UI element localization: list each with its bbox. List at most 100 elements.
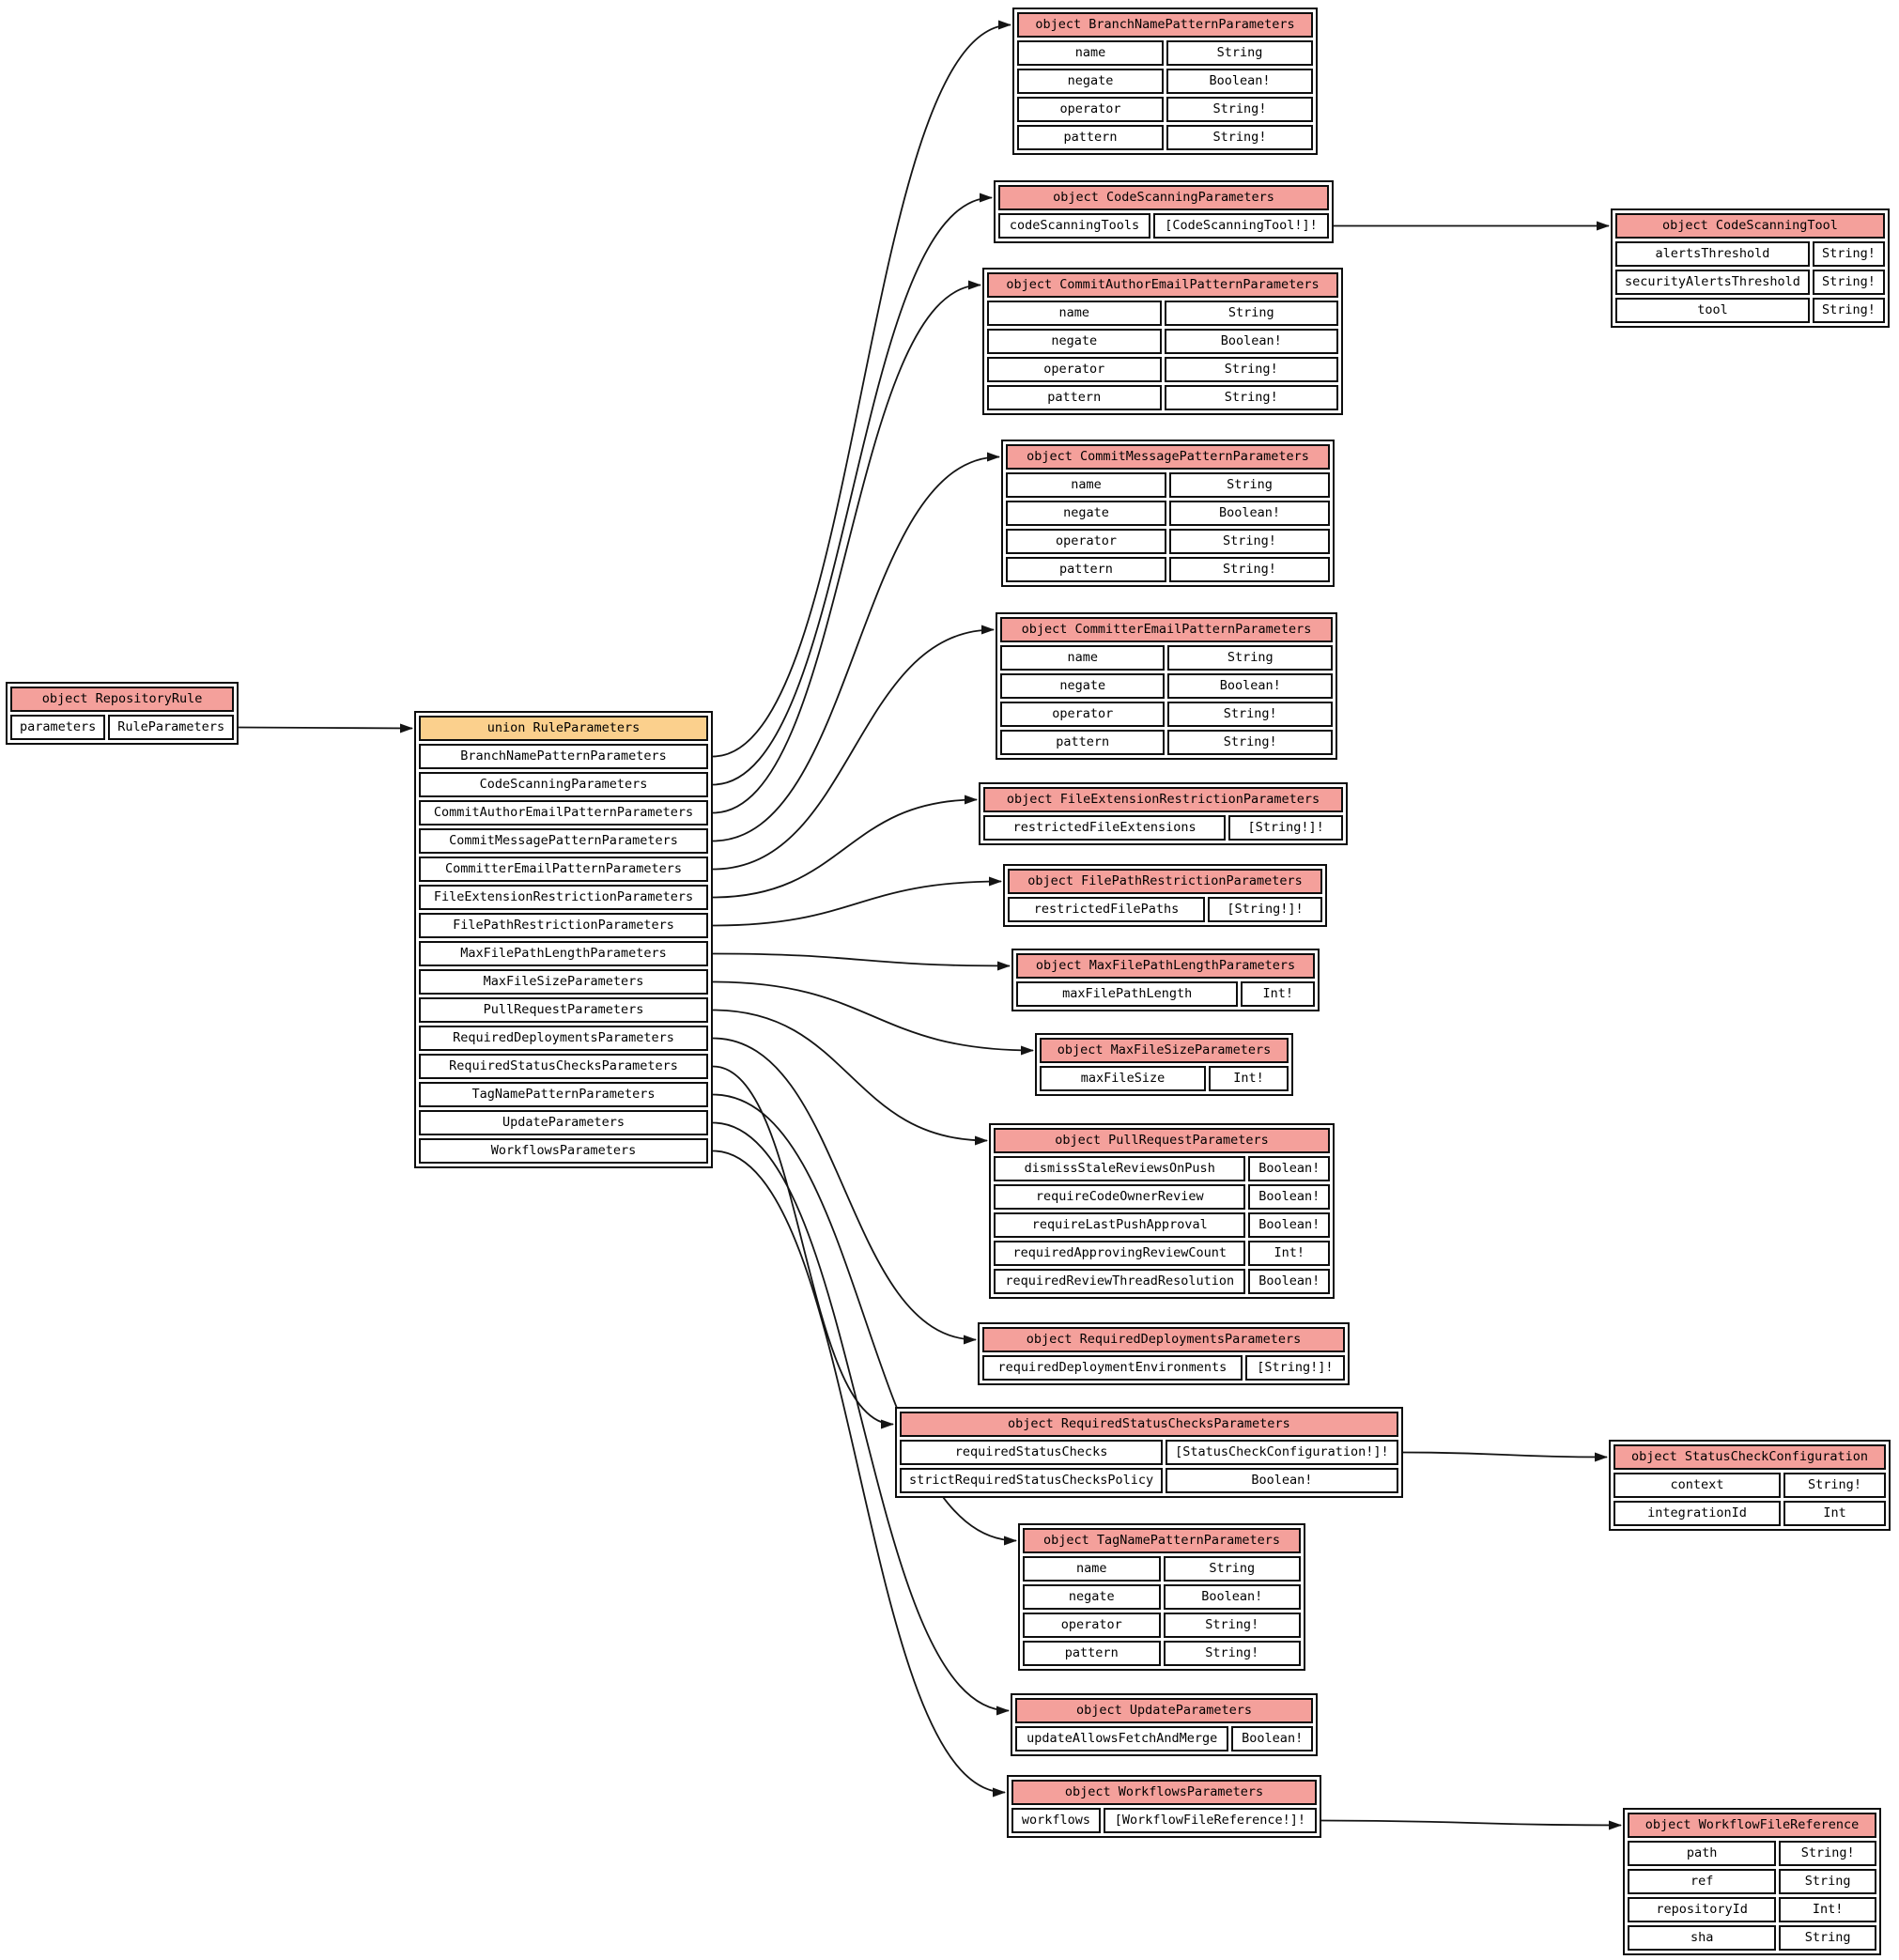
field-type-cell: String [1168, 472, 1330, 498]
object-header: object MaxFileSizeParameters [1040, 1038, 1289, 1063]
field-type-cell: Int! [1209, 1066, 1289, 1091]
field-name-cell: operator [1000, 702, 1166, 727]
field-type-cell: String [1779, 1925, 1876, 1951]
object-header: object MaxFilePathLengthParameters [1016, 953, 1315, 979]
node-update-parameters: object UpdateParameters updateAllowsFetch… [1011, 1693, 1318, 1756]
field-type-cell: String! [1812, 298, 1885, 323]
union-member: MaxFileSizeParameters [419, 969, 708, 995]
field-name-cell: restrictedFilePaths [1008, 897, 1206, 922]
object-header: object StatusCheckConfiguration [1613, 1444, 1886, 1470]
field-name-cell: requireLastPushApproval [994, 1212, 1246, 1238]
edge-rule-parameters-to-tag-name-pattern-parameters [712, 1093, 1017, 1546]
object-header: object PullRequestParameters [994, 1128, 1330, 1153]
field-type-cell: Int! [1241, 981, 1315, 1007]
union-member: CommitMessagePatternParameters [419, 828, 708, 854]
field-type-cell: String! [1783, 1473, 1886, 1498]
field-type-cell: [WorkflowFileReference!]! [1103, 1808, 1317, 1833]
field-name-cell: negate [1023, 1584, 1161, 1610]
object-header: object WorkflowsParameters [1011, 1780, 1317, 1805]
field-name-cell: requiredApprovingReviewCount [994, 1241, 1246, 1266]
object-header: object FileExtensionRestrictionParameter… [983, 787, 1343, 812]
field-name-cell: strictRequiredStatusChecksPolicy [900, 1468, 1164, 1493]
field-type-cell: [String!]! [1244, 1355, 1345, 1381]
edge-rule-parameters-to-file-path-restriction-parameters [712, 876, 1002, 927]
edge-rule-parameters-to-max-file-size-parameters [712, 980, 1034, 1056]
object-header: object RepositoryRule [10, 687, 235, 712]
node-committer-email-pattern-parameters: object CommitterEmailPatternParameters na… [996, 612, 1337, 760]
field-type-cell: String! [1164, 357, 1338, 382]
field-name-cell: operator [1006, 529, 1166, 554]
field-name-cell: requiredStatusChecks [900, 1440, 1164, 1465]
union-header: union RuleParameters [419, 716, 708, 741]
edge-rule-parameters-to-commit-message-pattern-parameters [712, 452, 1000, 842]
field-type-cell: String! [1168, 557, 1330, 582]
object-header: object UpdateParameters [1015, 1698, 1313, 1723]
field-name-cell: pattern [1000, 730, 1166, 755]
field-name-cell: negate [1000, 673, 1166, 699]
field-name-cell: workflows [1011, 1808, 1101, 1833]
field-name-cell: pattern [1023, 1641, 1161, 1666]
field-type-cell: [String!]! [1228, 815, 1343, 841]
union-member: CodeScanningParameters [419, 772, 708, 797]
object-header: object CommitAuthorEmailPatternParameter… [987, 272, 1338, 298]
field-name-cell: requiredReviewThreadResolution [994, 1269, 1246, 1294]
object-header: object CodeScanningTool [1615, 213, 1885, 239]
field-type-cell: String! [1779, 1841, 1876, 1866]
object-header: object RequiredStatusChecksParameters [900, 1412, 1398, 1437]
field-name-cell: updateAllowsFetchAndMerge [1015, 1726, 1229, 1752]
field-type-cell: Int! [1248, 1241, 1330, 1266]
node-required-status-checks-parameters: object RequiredStatusChecksParameters req… [895, 1407, 1403, 1498]
field-type-cell: String [1166, 40, 1313, 66]
object-header: object TagNamePatternParameters [1023, 1528, 1301, 1553]
edge-rule-parameters-to-file-extension-restriction-parameters [712, 795, 978, 899]
field-type-cell: Boolean! [1166, 1468, 1398, 1493]
edge-rule-parameters-to-commit-author-email-pattern-parameters [712, 280, 981, 814]
field-name-cell: name [1000, 645, 1166, 671]
field-type-cell: Int! [1779, 1897, 1876, 1922]
edge-repository-rule-to-rule-parameters [239, 723, 413, 733]
object-header: object CommitterEmailPatternParameters [1000, 617, 1333, 642]
field-name-cell: name [1017, 40, 1164, 66]
field-type-cell: String! [1166, 125, 1313, 150]
field-type-cell: RuleParameters [108, 715, 235, 740]
field-name-cell: alertsThreshold [1615, 241, 1810, 267]
field-name-cell: securityAlertsThreshold [1615, 270, 1810, 295]
field-type-cell: String! [1168, 529, 1330, 554]
field-name-cell: dismissStaleReviewsOnPush [994, 1156, 1246, 1181]
field-type-cell: String [1779, 1869, 1876, 1894]
field-type-cell: [StatusCheckConfiguration!]! [1166, 1440, 1398, 1465]
field-name-cell: pattern [1006, 557, 1166, 582]
union-member: CommitAuthorEmailPatternParameters [419, 800, 708, 826]
field-type-cell: [String!]! [1208, 897, 1322, 922]
edge-workflows-parameters-to-workflow-file-reference [1320, 1819, 1622, 1830]
edge-rule-parameters-to-branch-name-pattern-parameters [712, 20, 1011, 758]
node-commit-author-email-pattern-parameters: object CommitAuthorEmailPatternParameter… [982, 268, 1343, 415]
field-type-cell: String! [1812, 270, 1885, 295]
field-name-cell: negate [1017, 69, 1164, 94]
field-name-cell: tool [1615, 298, 1810, 323]
field-type-cell: Int [1783, 1501, 1886, 1526]
node-file-extension-restriction-parameters: object FileExtensionRestrictionParameter… [979, 782, 1348, 845]
field-name-cell: operator [1023, 1613, 1161, 1638]
field-type-cell: Boolean! [1163, 1584, 1301, 1610]
edge-rule-parameters-to-committer-email-pattern-parameters [712, 625, 995, 871]
field-name-cell: operator [1017, 97, 1164, 122]
field-name-cell: pattern [1017, 125, 1164, 150]
edge-rule-parameters-to-max-file-path-length-parameters [712, 952, 1011, 971]
field-type-cell: String! [1164, 385, 1338, 410]
field-type-cell: Boolean! [1168, 501, 1330, 526]
field-name-cell: maxFilePathLength [1016, 981, 1239, 1007]
edge-required-status-checks-parameters-to-status-check-configuration [1402, 1451, 1608, 1462]
edge-rule-parameters-to-workflows-parameters [712, 1150, 1006, 1798]
field-name-cell: pattern [987, 385, 1162, 410]
field-name-cell: operator [987, 357, 1162, 382]
object-header: object CommitMessagePatternParameters [1006, 444, 1330, 470]
